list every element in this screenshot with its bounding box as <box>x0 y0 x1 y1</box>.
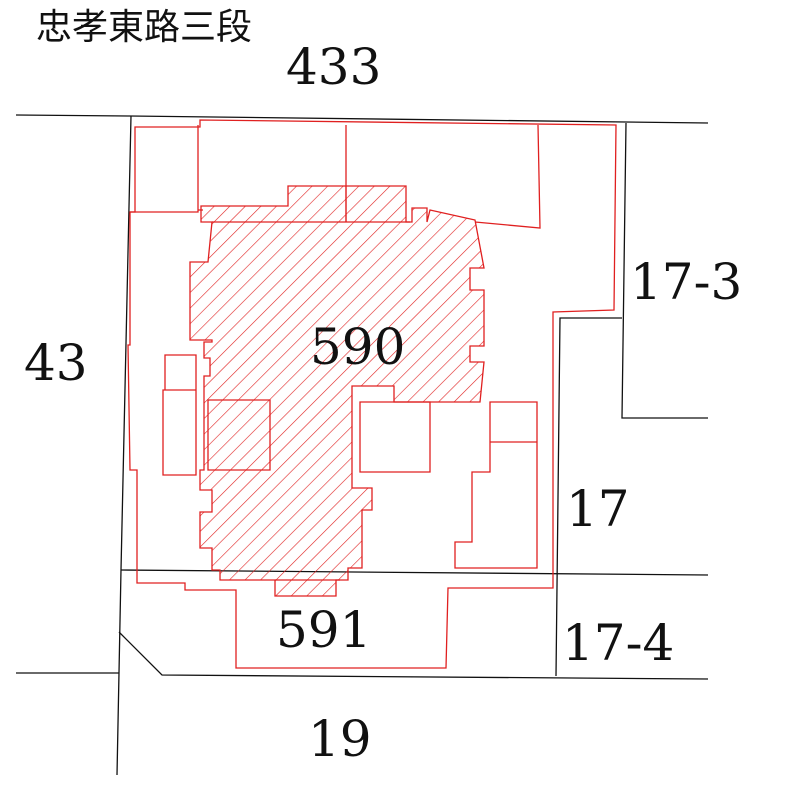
building-590-hatched <box>189 185 485 597</box>
parcel-label-17: 17 <box>566 480 630 538</box>
parcel-label-590: 590 <box>310 318 406 376</box>
west-wing-outline <box>162 354 197 476</box>
parcel-label-17-4: 17-4 <box>562 614 675 672</box>
middle-horizontal-line <box>120 569 709 576</box>
inner-room-outline <box>359 401 431 473</box>
parcel-label-17-3: 17-3 <box>630 253 743 311</box>
parcel-label-591: 591 <box>276 601 372 659</box>
parcel-boundaries <box>15 114 709 776</box>
parcel-label-433: 433 <box>286 38 382 96</box>
road-name-label: 忠孝東路三段 <box>36 7 253 48</box>
building-590-outline <box>127 119 617 669</box>
left-boundary-line <box>116 115 132 776</box>
top-boundary-line <box>15 114 709 124</box>
building-590-inner-lines <box>212 186 410 581</box>
east-wing-outline <box>454 401 538 569</box>
parcel-label-19: 19 <box>308 710 372 768</box>
lot-17-top-line <box>555 317 622 677</box>
lot-591-bottom-line <box>118 631 709 680</box>
parcel-label-43: 43 <box>24 334 88 392</box>
right-upper-line <box>621 122 708 419</box>
